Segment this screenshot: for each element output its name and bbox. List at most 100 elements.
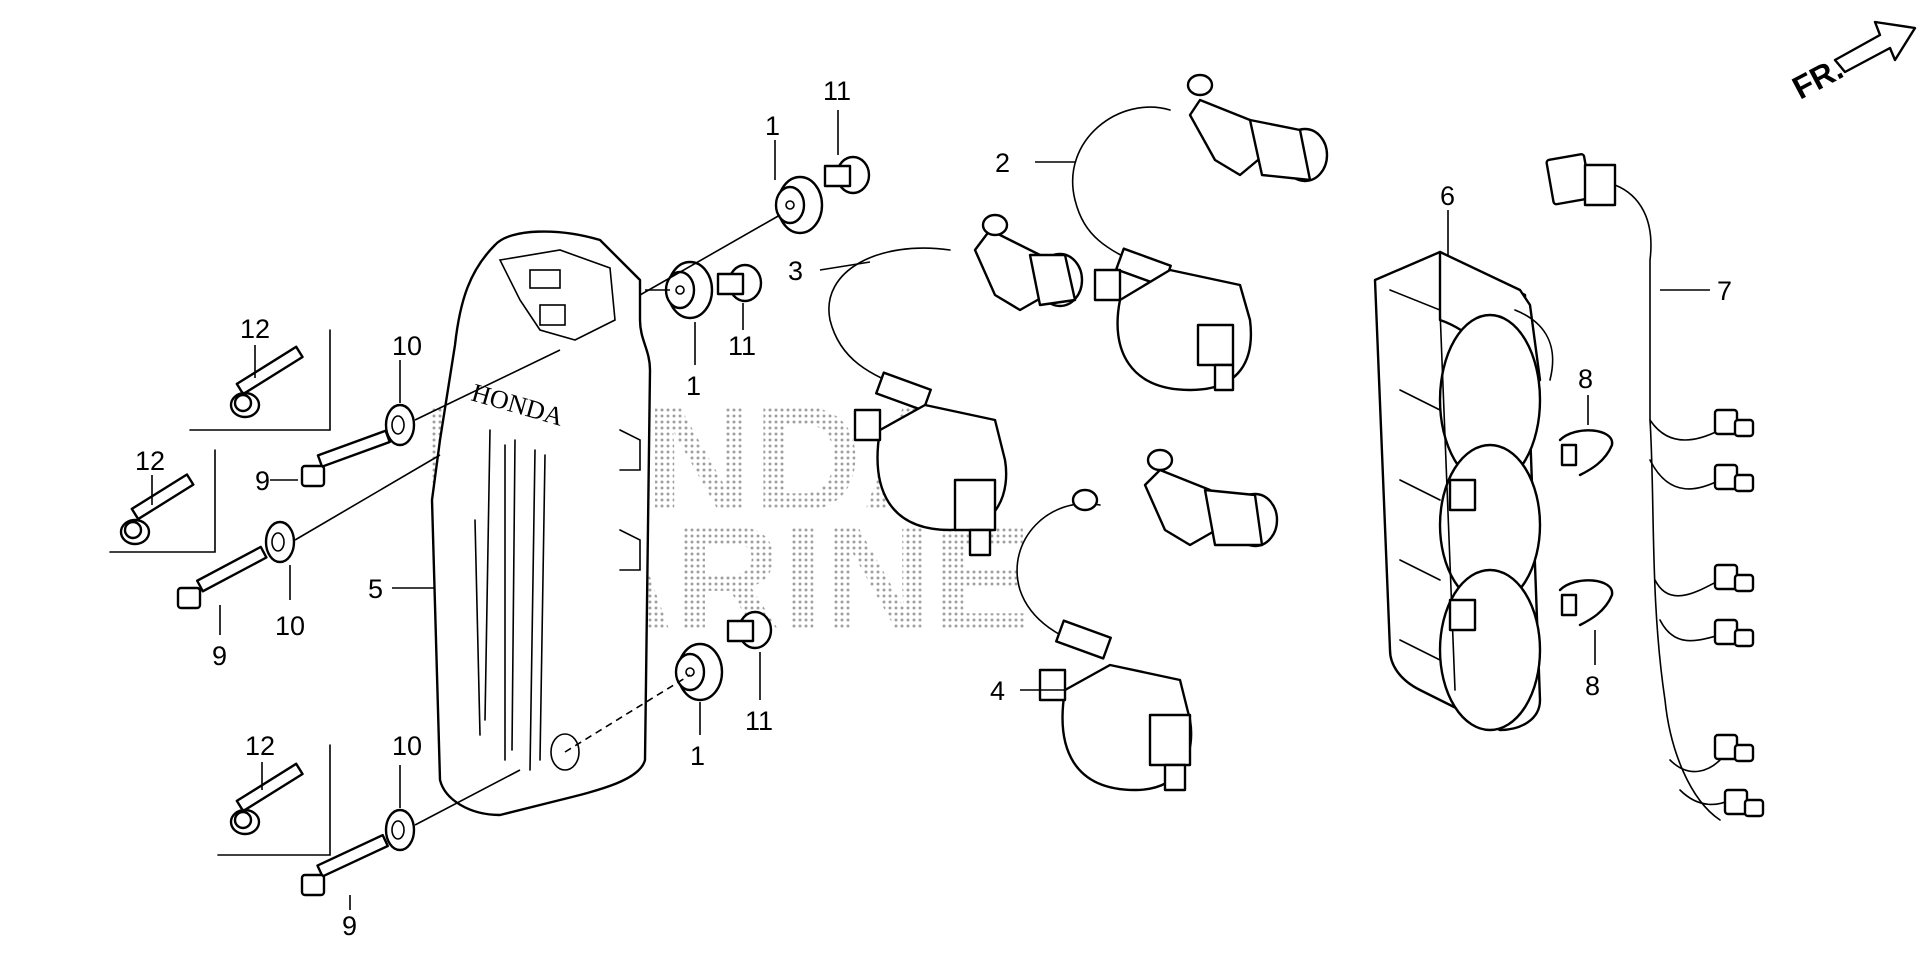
clip-loop bbox=[1558, 429, 1614, 477]
cover-rib bbox=[539, 454, 546, 761]
coil-connector bbox=[1196, 323, 1235, 367]
washer-hole bbox=[271, 532, 285, 552]
assembly-lines bbox=[294, 214, 781, 826]
plug-cap-top bbox=[981, 213, 1009, 237]
cover-rib bbox=[529, 449, 536, 771]
assembly-line bbox=[294, 454, 441, 541]
terminal-body bbox=[1713, 618, 1739, 646]
terminal-cap bbox=[1743, 798, 1765, 818]
callout-ignition-coil-3: 3 bbox=[788, 256, 803, 286]
coil-lead-wire bbox=[828, 247, 951, 391]
assembly-line bbox=[414, 349, 561, 421]
grommet-face bbox=[674, 652, 706, 692]
coil-lead-wire bbox=[1072, 106, 1171, 271]
leader-line bbox=[819, 261, 871, 271]
terminal-body bbox=[1713, 733, 1739, 761]
callout-coil-holder: 6 bbox=[1440, 181, 1455, 211]
harness-terminal bbox=[1713, 463, 1755, 493]
ignition-coil-2 bbox=[1072, 73, 1329, 392]
callout-collar: 11 bbox=[823, 76, 851, 106]
callout-flange-bolt: 12 bbox=[135, 446, 165, 476]
bolt-shank bbox=[235, 345, 304, 396]
bolt-head bbox=[176, 586, 202, 610]
washer-outer bbox=[384, 808, 416, 852]
grommet-hole bbox=[785, 200, 795, 210]
wire-clip-upper bbox=[1558, 429, 1614, 477]
bolt-lower bbox=[176, 545, 268, 610]
holder-top-detail bbox=[1514, 309, 1554, 381]
callout-washer: 10 bbox=[392, 731, 422, 761]
inset-frame bbox=[109, 449, 216, 553]
collar-shaft bbox=[823, 164, 852, 188]
callout-grommet: 1 bbox=[765, 111, 780, 141]
coil-mount-tab bbox=[853, 408, 882, 442]
collar-top bbox=[823, 155, 871, 195]
collar-middle bbox=[716, 263, 763, 303]
harness-branch bbox=[1669, 759, 1721, 773]
coil-mount-tab bbox=[1038, 668, 1067, 702]
bolt-head bbox=[233, 393, 253, 413]
grommet-face bbox=[774, 185, 806, 225]
terminal-cap bbox=[1733, 473, 1755, 493]
bolt-shank bbox=[316, 833, 389, 878]
terminal-body bbox=[1713, 563, 1739, 591]
washer-hole bbox=[391, 820, 405, 840]
ignition-harness bbox=[1545, 153, 1765, 821]
holder-rib bbox=[1399, 559, 1441, 581]
holder-rib bbox=[1399, 639, 1441, 661]
callout-washer: 10 bbox=[392, 331, 422, 361]
assembly-line bbox=[414, 769, 521, 826]
callout-cover: 5 bbox=[368, 574, 383, 604]
callout-grommet: 1 bbox=[686, 371, 701, 401]
plug-cap-top bbox=[1186, 73, 1214, 97]
grommet-hole bbox=[685, 667, 695, 677]
harness-terminal bbox=[1713, 733, 1755, 763]
cover-rib bbox=[511, 439, 516, 751]
callout-bolt: 9 bbox=[255, 466, 270, 496]
harness-trunk bbox=[1614, 184, 1721, 821]
callout-clip: 8 bbox=[1585, 671, 1600, 701]
washer-outer bbox=[264, 520, 296, 564]
coil-lead-sleeve bbox=[875, 371, 932, 412]
grommet-hole bbox=[675, 285, 685, 295]
holder-rib bbox=[1399, 479, 1441, 501]
washer-outer bbox=[384, 403, 416, 447]
bolt-bottom bbox=[300, 833, 389, 897]
terminal-cap bbox=[1733, 628, 1755, 648]
washer-top bbox=[384, 403, 416, 447]
coil-lead-grommet bbox=[1071, 488, 1099, 512]
coil-lead-sleeve bbox=[1055, 619, 1112, 660]
harness-terminal bbox=[1713, 563, 1755, 593]
clip-loop bbox=[1558, 579, 1614, 627]
front-arrow-icon bbox=[1833, 20, 1917, 74]
harness-connector-lock bbox=[1583, 163, 1617, 207]
callout-washer: 10 bbox=[275, 611, 305, 641]
holder-cavity-3 bbox=[1438, 568, 1542, 732]
callout-ignition-coil-2: 2 bbox=[995, 148, 1010, 178]
callout-ignition-coil-4: 4 bbox=[990, 676, 1005, 706]
collar-shaft bbox=[726, 619, 755, 643]
front-direction-indicator: FR. bbox=[1786, 20, 1917, 106]
bolt-head bbox=[300, 464, 326, 488]
callout-labels: 1 11 2 3 6 7 12 10 1 11 8 9 12 9 10 5 11… bbox=[135, 76, 1732, 941]
harness-branch bbox=[1649, 419, 1721, 441]
grommet-middle bbox=[664, 260, 714, 320]
cover-clip bbox=[619, 429, 641, 471]
bolt-shank bbox=[195, 545, 268, 593]
terminal-body bbox=[1713, 408, 1739, 436]
assembly-line-hidden bbox=[564, 674, 691, 753]
clip-tab bbox=[1560, 443, 1578, 467]
cover-rib bbox=[484, 429, 491, 721]
inset-frame bbox=[189, 329, 331, 431]
wire-clip-lower bbox=[1558, 579, 1614, 627]
coil-terminal bbox=[968, 528, 992, 557]
flange-bolt-boxed-top bbox=[189, 329, 331, 431]
ignition-coil-holder bbox=[1373, 250, 1554, 732]
coil-connector bbox=[953, 478, 997, 532]
callout-bolt: 9 bbox=[342, 911, 357, 941]
terminal-cap bbox=[1733, 418, 1755, 438]
cover-mount-hole bbox=[550, 733, 580, 771]
terminal-body bbox=[1713, 463, 1739, 491]
